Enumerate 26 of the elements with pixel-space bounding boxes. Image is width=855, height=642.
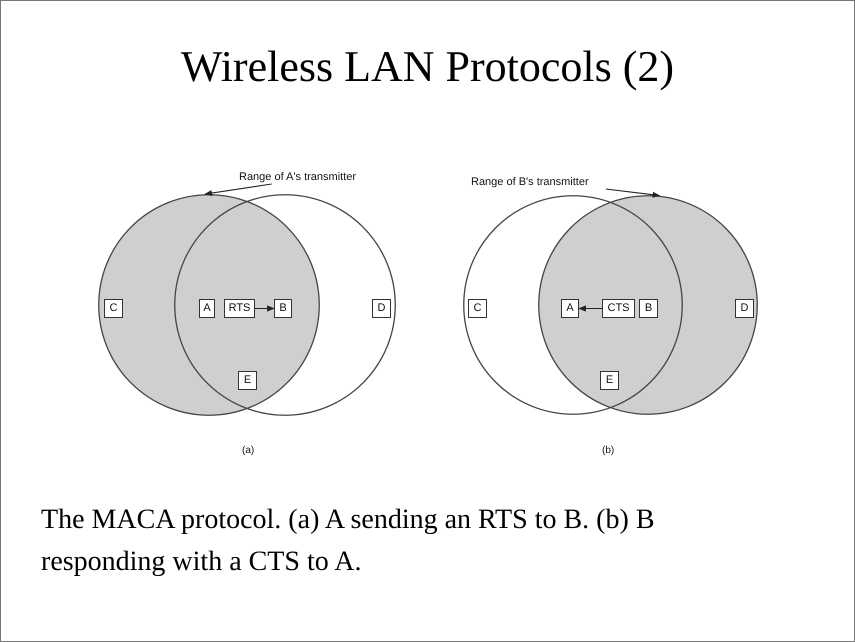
title: Wireless LAN Protocols (2) bbox=[180, 41, 676, 92]
station-box: D bbox=[735, 299, 754, 318]
station-box: C bbox=[104, 299, 123, 318]
frame-box: CTS bbox=[602, 299, 635, 318]
arrow bbox=[255, 305, 275, 312]
panel-label: (a) bbox=[242, 445, 254, 456]
station-box: A bbox=[199, 299, 215, 318]
range-label: Range of A's transmitter bbox=[239, 170, 356, 184]
range-label: Range of B's transmitter bbox=[471, 175, 589, 189]
leader-line bbox=[204, 183, 272, 196]
caption: The MACA protocol. (a) A sending an RTS to B. (b) B responding with a CTS to A. bbox=[41, 503, 656, 579]
station-box: E bbox=[600, 371, 619, 390]
station-box: E bbox=[238, 371, 257, 390]
station-box: A bbox=[561, 299, 579, 318]
range-circle bbox=[463, 195, 683, 415]
range-circle bbox=[174, 194, 396, 416]
frame-box: RTS bbox=[224, 299, 255, 318]
range-circle bbox=[538, 195, 758, 415]
station-box: D bbox=[372, 299, 391, 318]
station-box: B bbox=[274, 299, 292, 318]
station-box: B bbox=[639, 299, 658, 318]
range-circle bbox=[98, 194, 320, 416]
station-box: C bbox=[468, 299, 487, 318]
leader-line bbox=[606, 188, 660, 198]
arrow bbox=[578, 305, 602, 312]
panel-label: (b) bbox=[602, 445, 614, 456]
